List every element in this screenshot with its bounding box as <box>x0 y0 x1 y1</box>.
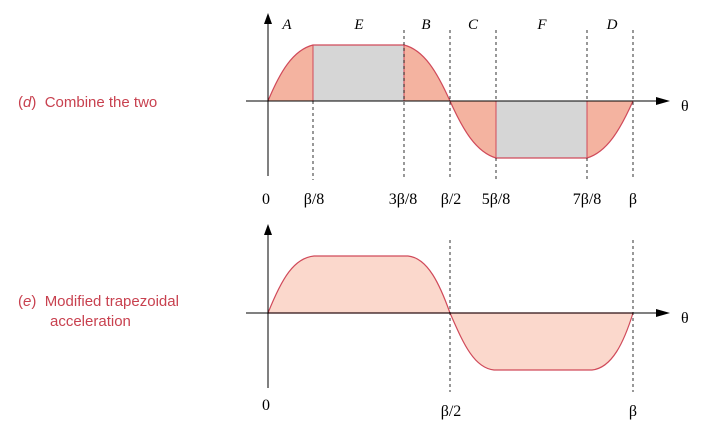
panel-d: θ A E B C F D 0 β/8 3β/8 β/2 5β/8 7β/8 β <box>246 13 689 208</box>
theta-label-d: θ <box>681 98 689 115</box>
x-axis-arrow-d <box>656 97 670 105</box>
tick-label-5beta-8: 5β/8 <box>482 191 511 208</box>
segment-label-a: A <box>281 17 292 33</box>
tick-label-3beta-8: 3β/8 <box>389 191 418 208</box>
theta-label-e: θ <box>681 310 689 327</box>
x-axis-arrow-e <box>656 309 670 317</box>
tick-label-7beta-8: 7β/8 <box>573 191 602 208</box>
caption-e: (e) Modified trapezoidal <box>18 293 179 310</box>
tick-label-beta-2: β/2 <box>441 191 462 208</box>
region-c-fill <box>450 101 496 158</box>
caption-d-text: Combine the two <box>44 94 158 111</box>
tick-label-0: 0 <box>262 191 270 208</box>
region-d-fill <box>587 101 633 158</box>
segment-label-b: B <box>421 17 430 33</box>
tick-labels-e: 0 β/2 β <box>262 397 637 420</box>
region-a-fill <box>268 45 313 101</box>
tick-label-beta-8: β/8 <box>304 191 325 208</box>
tick-label-beta-2: β/2 <box>441 403 462 420</box>
caption-d: (d) Combine the two <box>18 94 158 111</box>
region-b-fill <box>404 45 450 101</box>
segment-label-d: D <box>606 17 618 33</box>
caption-e-text-line1: Modified trapezoidal <box>44 293 179 310</box>
segment-label-f: F <box>536 17 547 33</box>
negative-lobe-fill <box>449 312 634 371</box>
positive-lobe-fill <box>267 255 451 314</box>
region-e-fill <box>313 45 404 101</box>
tick-label-beta: β <box>629 191 637 208</box>
segment-label-e: E <box>353 17 363 33</box>
tick-label-0: 0 <box>262 397 270 414</box>
y-axis-arrow-d <box>264 13 272 24</box>
segment-label-c: C <box>468 17 479 33</box>
dashed-guides-d <box>312 30 634 180</box>
caption-e-line2: acceleration <box>50 313 131 330</box>
segment-labels: A E B C F D <box>281 17 617 33</box>
dashed-guides-e <box>449 240 634 392</box>
y-axis-arrow-e <box>264 224 272 235</box>
panel-e: θ 0 β/2 β <box>246 224 689 420</box>
tick-label-beta: β <box>629 403 637 420</box>
tick-labels-d: 0 β/8 3β/8 β/2 5β/8 7β/8 β <box>262 191 637 208</box>
region-f-fill <box>496 101 587 158</box>
